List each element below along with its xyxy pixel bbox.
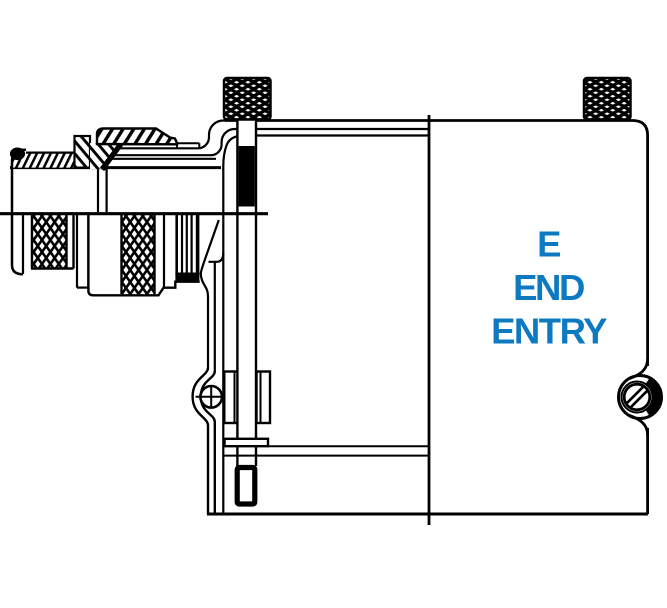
svg-text:END: END (513, 267, 584, 308)
svg-text:E: E (537, 224, 560, 265)
svg-text:ENTRY: ENTRY (491, 311, 607, 352)
